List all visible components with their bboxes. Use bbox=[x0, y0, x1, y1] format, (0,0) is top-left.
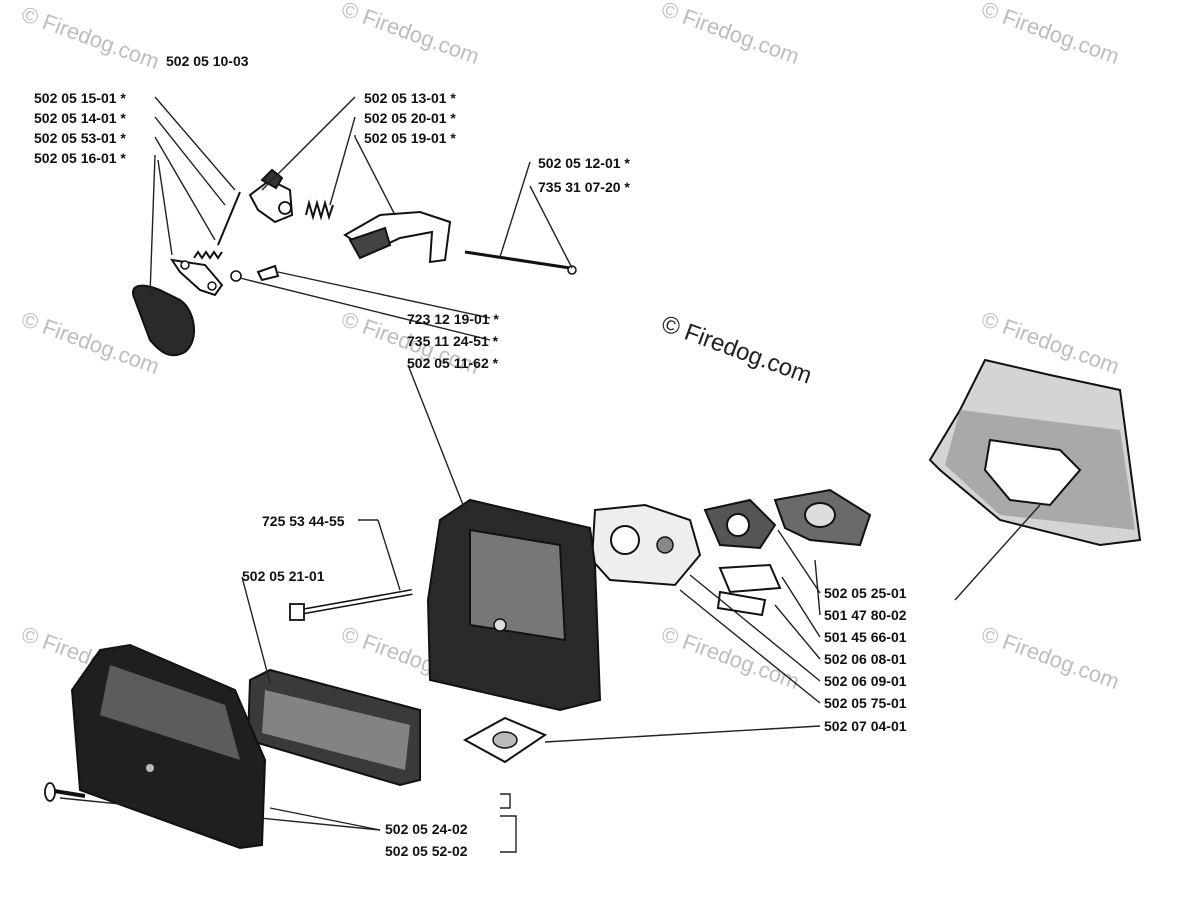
label-240202: 502 05 24-02 bbox=[385, 821, 468, 837]
label-160101: 502 05 16-01 * bbox=[34, 150, 126, 166]
label-200101: 502 05 20-01 * bbox=[364, 110, 456, 126]
carburettor bbox=[590, 503, 702, 587]
watermark: © Firedog.com bbox=[978, 0, 1122, 69]
filter-cover bbox=[70, 643, 267, 850]
base-washer bbox=[462, 716, 548, 764]
label-501478002: 501 47 80-02 bbox=[824, 607, 907, 623]
long-bolt bbox=[289, 589, 413, 621]
label-060801: 502 06 08-01 bbox=[824, 651, 907, 667]
filter-insert bbox=[246, 668, 421, 787]
leader-lines bbox=[59, 96, 1041, 853]
watermark: © Firedog.com bbox=[338, 0, 482, 69]
screw-small bbox=[230, 264, 280, 282]
lockout-lever bbox=[248, 168, 294, 224]
label-530101: 502 05 53-01 * bbox=[34, 130, 126, 146]
label-120101: 502 05 12-01 * bbox=[538, 155, 630, 171]
label-assembly: 502 05 10-03 bbox=[166, 53, 249, 69]
spring-small bbox=[193, 250, 223, 260]
label-750101: 502 05 75-01 bbox=[824, 695, 907, 711]
label-150301: 502 05 15-01 * bbox=[34, 90, 126, 106]
fuel-fitting bbox=[716, 563, 782, 617]
label-250101: 502 05 25-01 bbox=[824, 585, 907, 601]
label-140101: 502 05 14-01 * bbox=[34, 110, 126, 126]
throttle-lever bbox=[343, 210, 452, 264]
watermark: © Firedog.com bbox=[18, 1, 162, 74]
label-735112451: 735 11 24-51 * bbox=[407, 333, 499, 349]
knob-screw bbox=[44, 782, 86, 802]
label-501456601: 501 45 66-01 bbox=[824, 629, 907, 645]
pin-long bbox=[464, 250, 577, 275]
watermark-center: © Firedog.com bbox=[658, 310, 815, 389]
watermark: © Firedog.com bbox=[658, 0, 802, 69]
label-520202: 502 05 52-02 bbox=[385, 843, 468, 859]
intake-manifold bbox=[773, 488, 872, 547]
label-723121901: 723 12 19-01 * bbox=[407, 311, 499, 327]
label-070401: 502 07 04-01 bbox=[824, 718, 907, 734]
label-130101: 502 05 13-01 * bbox=[364, 90, 456, 106]
label-210101: 502 05 21-01 bbox=[242, 568, 325, 584]
label-060901: 502 06 09-01 bbox=[824, 673, 907, 689]
top-cover bbox=[928, 358, 1142, 547]
labels: 502 05 10-03 502 05 15-01 * 502 05 14-01… bbox=[34, 53, 907, 859]
parts bbox=[44, 168, 1142, 850]
coil-spring bbox=[305, 199, 334, 221]
spring-thin bbox=[217, 191, 241, 246]
watermark: © Firedog.com bbox=[978, 621, 1122, 694]
label-735310720: 735 31 07-20 * bbox=[538, 179, 630, 195]
gasket bbox=[703, 498, 777, 550]
watermark: © Firedog.com bbox=[658, 621, 802, 694]
label-190101: 502 05 19-01 * bbox=[364, 130, 456, 146]
label-725534455: 725 53 44-55 bbox=[262, 513, 345, 529]
air-filter-housing bbox=[426, 498, 602, 712]
throttle-trigger bbox=[132, 258, 224, 357]
label-110162: 502 05 11-62 * bbox=[407, 355, 499, 371]
